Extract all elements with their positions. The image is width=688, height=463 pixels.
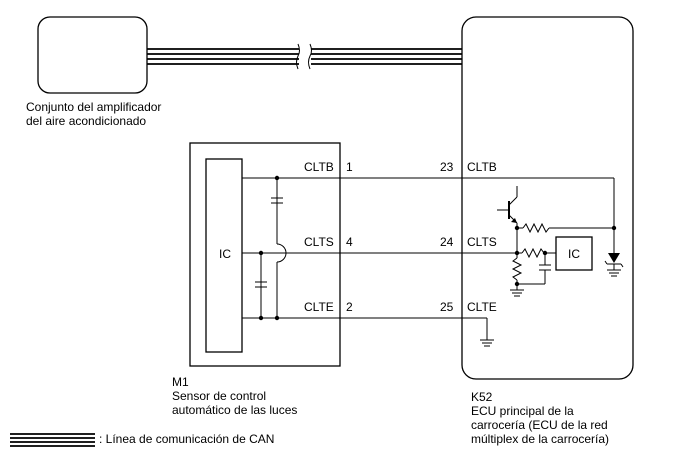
amplifier-box (37, 16, 148, 94)
ecu-pin-23-signal: CLTB (467, 160, 497, 174)
legend-can-line-symbol (10, 433, 95, 447)
ecu-pin-23-number: 23 (440, 160, 454, 174)
ecu-name-line1: ECU principal de la (471, 404, 574, 418)
ecu-ic-label: IC (568, 247, 580, 261)
sensor-code: M1 (172, 375, 189, 389)
harness-wires (340, 177, 462, 319)
legend-text: : Línea de comunicación de CAN (99, 432, 274, 446)
sensor-name-line2: automático de las luces (172, 403, 297, 417)
sensor-internal-circuit (242, 175, 340, 321)
sensor-pin-cltb-number: 1 (346, 160, 353, 174)
sensor-pin-clts-signal: CLTS (304, 235, 334, 249)
ecu-internal-circuit (462, 177, 624, 347)
sensor-ic-box (205, 158, 243, 353)
amplifier-label-line1: Conjunto del amplificador (26, 100, 161, 114)
ecu-ic-box (555, 236, 593, 271)
ecu-box (461, 16, 634, 380)
ecu-code: K52 (471, 390, 493, 404)
can-communication-line (147, 43, 462, 70)
ecu-name-line2: carrocería (ECU de la red (471, 418, 608, 432)
sensor-pin-clte-signal: CLTE (304, 300, 334, 314)
sensor-pin-cltb-signal: CLTB (304, 160, 334, 174)
sensor-name-line1: Sensor de control (172, 389, 266, 403)
sensor-pin-clts-number: 4 (346, 235, 353, 249)
sensor-ic-label: IC (219, 247, 231, 261)
ecu-name-line3: múltiplex de la carrocería) (471, 432, 609, 446)
ecu-pin-25-number: 25 (440, 300, 454, 314)
amplifier-label-line2: del aire acondicionado (26, 114, 146, 128)
ecu-pin-24-signal: CLTS (467, 235, 497, 249)
ecu-pin-25-signal: CLTE (467, 300, 497, 314)
ecu-pin-24-number: 24 (440, 235, 454, 249)
sensor-pin-clte-number: 2 (346, 300, 353, 314)
